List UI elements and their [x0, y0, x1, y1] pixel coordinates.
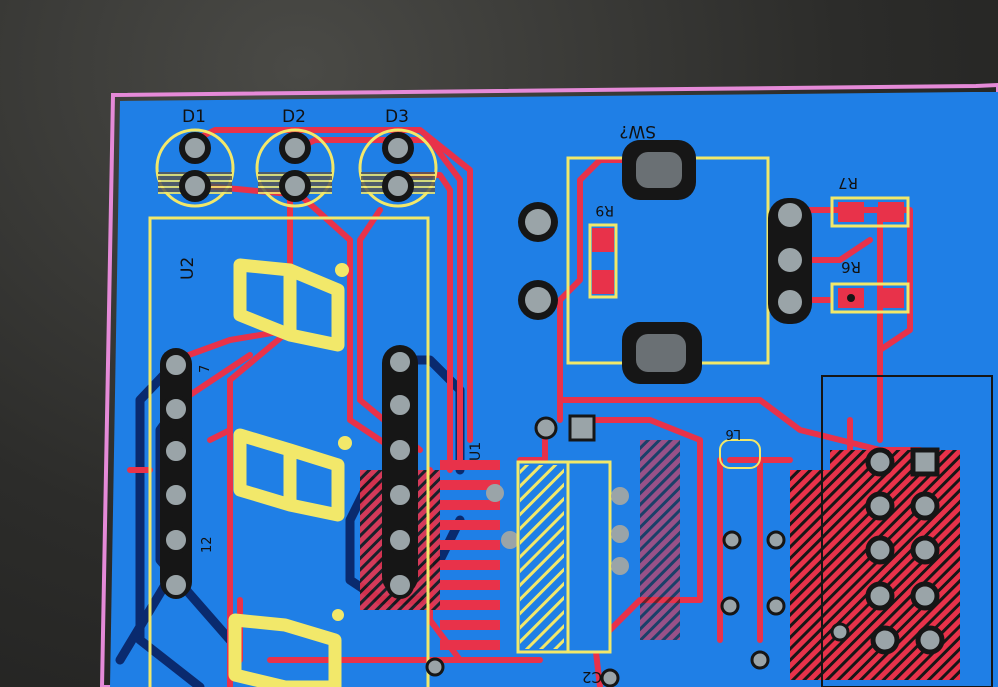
label-u2: U2 [178, 257, 198, 280]
capacitor-c2 [516, 414, 629, 654]
u1-pads [440, 460, 519, 650]
vias [425, 530, 850, 687]
label-l6: L6 [725, 426, 741, 441]
u2-display-module [148, 216, 430, 687]
led-d2 [255, 128, 335, 208]
led-d1 [155, 128, 235, 208]
label-d3: D3 [385, 107, 409, 127]
label-pin7: 7 [198, 365, 213, 373]
label-sw: SW? [619, 121, 656, 141]
l6-footprint [719, 439, 761, 469]
segment-digit-3 [228, 613, 342, 687]
label-d1: D1 [182, 107, 206, 127]
led-d3 [358, 128, 438, 208]
u2-left-pins [160, 348, 192, 599]
label-r7: R7 [838, 174, 858, 192]
label-pin12: 12 [200, 536, 215, 553]
silkscreen-labels: D1 D2 D3 SW? R7 R6 R9 U2 U1 C2 7 12 L6 [178, 107, 861, 686]
right-header-grid [821, 375, 993, 687]
label-c2: C2 [582, 668, 602, 686]
label-u1: U1 [468, 442, 484, 461]
label-d2: D2 [282, 107, 306, 127]
segment-digit-1 [233, 258, 345, 352]
resistor-pads [588, 196, 910, 324]
segment-digit-2 [233, 428, 345, 522]
u2-right-pins [382, 345, 418, 599]
label-r6: R6 [841, 258, 861, 276]
label-r9: R9 [595, 202, 614, 218]
